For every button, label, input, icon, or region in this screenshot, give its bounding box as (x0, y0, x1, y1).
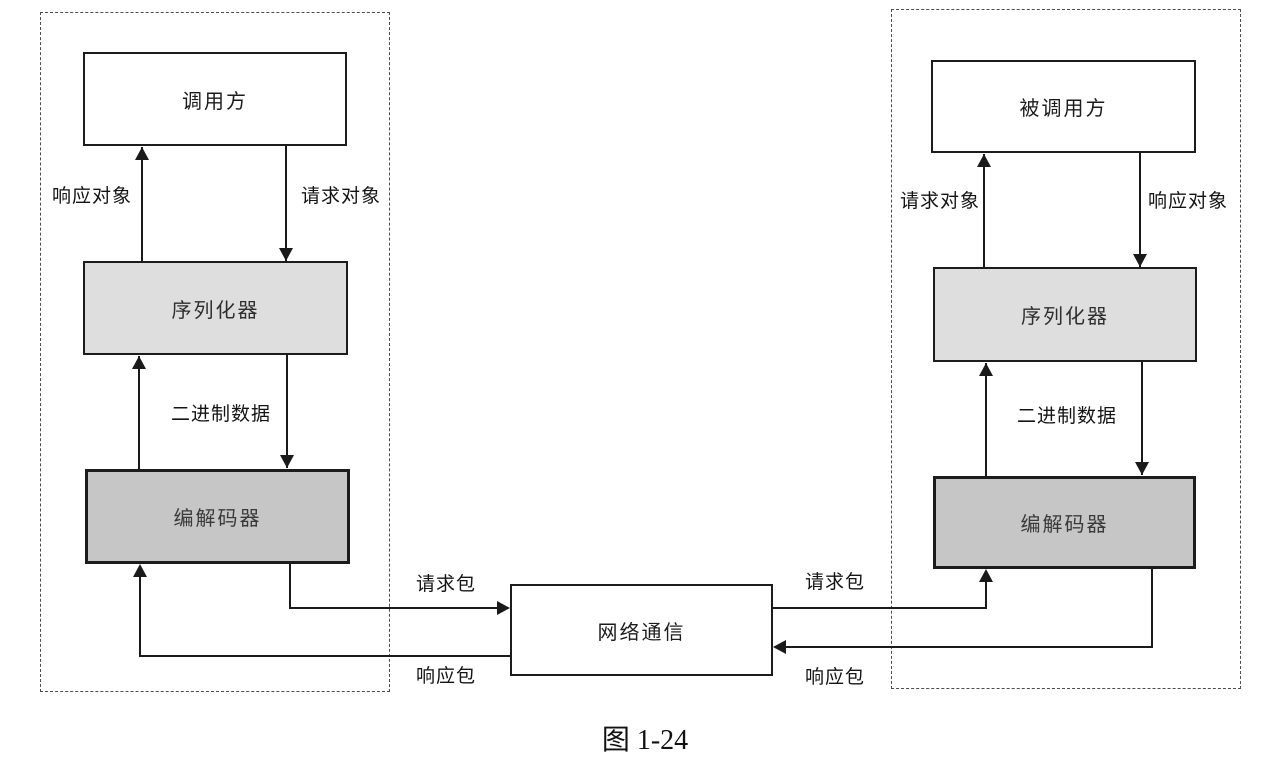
arrow-response-packet-right (786, 646, 1153, 648)
request-object-label-right: 请求对象 (899, 191, 981, 212)
response-packet-label-right: 响应包 (804, 667, 866, 688)
arrowhead-up-icon (135, 147, 149, 160)
arrow-request-object-right (983, 154, 985, 267)
response-object-label-right: 响应对象 (1147, 191, 1229, 212)
arrow-binary-down-right (1141, 362, 1143, 475)
arrow-response-object-right (1139, 153, 1141, 267)
callee-panel (891, 9, 1241, 689)
network-box: 网络通信 (510, 584, 773, 676)
arrowhead-down-icon (279, 248, 293, 261)
arrow-response-packet-left (139, 655, 510, 657)
arrowhead-up-icon (979, 569, 993, 582)
codec-right-box-label: 编解码器 (1020, 514, 1109, 536)
arrowhead-down-icon (1133, 254, 1147, 267)
arrow-request-packet-left (289, 607, 498, 609)
arrow-binary-up-right (985, 363, 987, 476)
codec-left-box-label: 编解码器 (173, 508, 262, 530)
binary-data-label-right: 二进制数据 (1016, 406, 1118, 427)
codec-left-box: 编解码器 (85, 469, 350, 564)
caller-panel (40, 12, 390, 692)
request-object-label-left: 请求对象 (300, 186, 382, 207)
binary-data-label-left: 二进制数据 (170, 404, 272, 425)
serializer-right-box-label: 序列化器 (1021, 306, 1109, 328)
callee-box-label: 被调用方 (1019, 98, 1108, 120)
arrowhead-up-icon (979, 363, 993, 376)
arrowhead-right-icon (497, 601, 510, 615)
response-packet-label-left: 响应包 (415, 666, 477, 687)
arrowhead-down-icon (1135, 462, 1149, 475)
request-packet-label-left: 请求包 (415, 574, 477, 595)
response-object-label-left: 响应对象 (51, 186, 133, 207)
request-packet-label-right: 请求包 (804, 572, 866, 593)
arrow-request-packet-right (773, 607, 987, 609)
caller-box: 调用方 (83, 52, 347, 146)
serializer-right-box: 序列化器 (933, 267, 1197, 362)
arrowhead-up-icon (132, 356, 146, 369)
arrow-request-object-left (285, 146, 287, 261)
arrowhead-down-icon (280, 455, 294, 468)
arrow-response-object-left (141, 147, 143, 261)
arrowhead-up-icon (133, 564, 147, 577)
arrowhead-up-icon (977, 154, 991, 167)
caller-box-label: 调用方 (182, 90, 248, 113)
serializer-left-box: 序列化器 (83, 261, 348, 355)
arrow-request-packet-left (289, 563, 291, 609)
arrow-binary-up-left (138, 356, 140, 469)
arrow-response-packet-right (1151, 569, 1153, 648)
arrow-response-packet-left (139, 567, 141, 657)
arrow-request-packet-right (985, 571, 987, 609)
arrowhead-left-icon (773, 640, 786, 654)
codec-right-box: 编解码器 (933, 476, 1196, 569)
figure-caption: 图 1-24 (601, 725, 689, 756)
arrow-binary-down-left (286, 355, 288, 468)
network-box-label: 网络通信 (597, 621, 686, 644)
callee-box: 被调用方 (931, 60, 1196, 153)
serializer-left-box-label: 序列化器 (171, 299, 260, 322)
